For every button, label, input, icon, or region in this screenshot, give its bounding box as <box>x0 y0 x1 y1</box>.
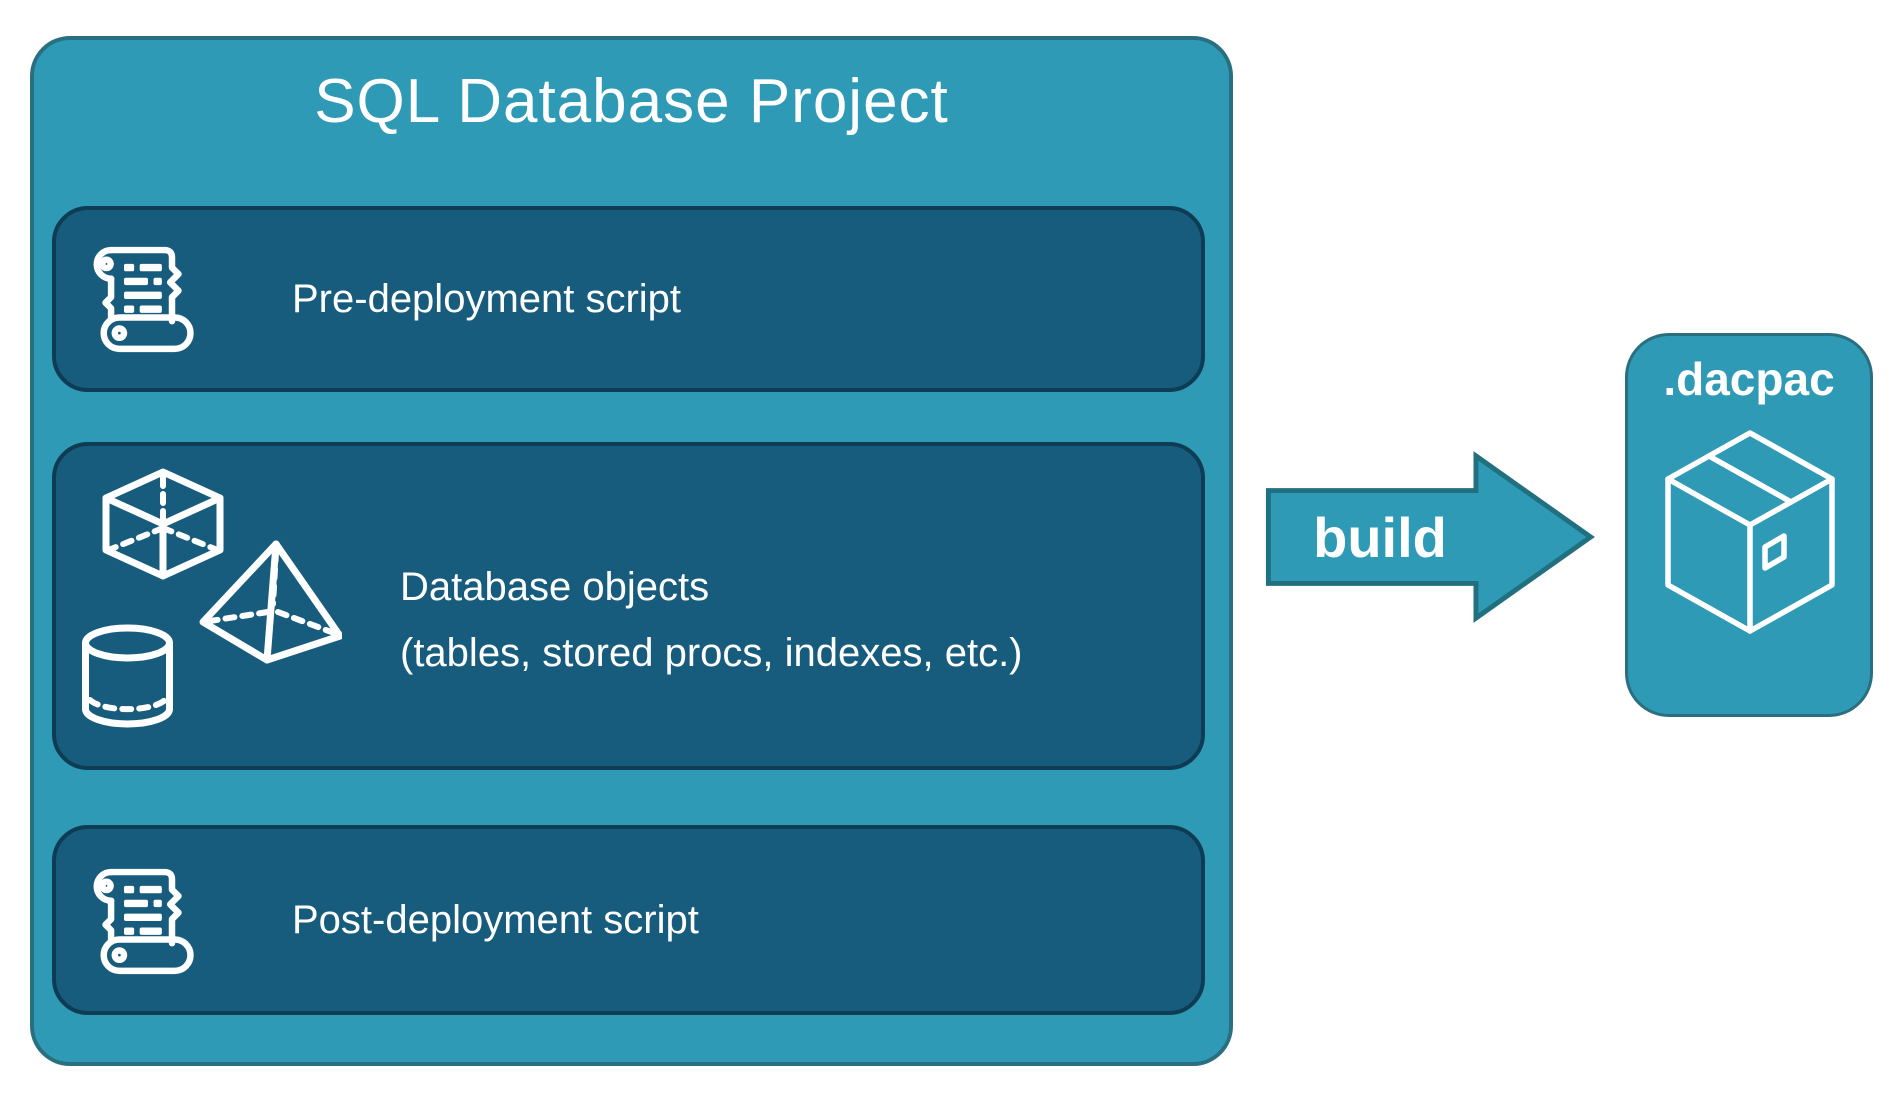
package-icon <box>1662 428 1838 640</box>
pyramid-icon <box>199 540 342 664</box>
database-objects-label-line2: (tables, stored procs, indexes, etc.) <box>400 631 1023 675</box>
cylinder-icon <box>82 624 173 728</box>
build-arrow-label: build <box>1313 506 1447 569</box>
database-objects-label: Database objects (tables, stored procs, … <box>400 554 1023 686</box>
scroll-icon <box>76 238 196 360</box>
database-objects-label-line1: Database objects <box>400 565 710 609</box>
pre-deployment-label: Pre-deployment script <box>292 276 682 321</box>
post-deployment-label: Post-deployment script <box>292 897 699 942</box>
item-pre-deployment-script <box>52 206 1205 392</box>
build-arrow <box>1265 451 1596 623</box>
project-title: SQL Database Project <box>314 67 949 136</box>
item-post-deployment-script <box>52 825 1205 1015</box>
scroll-icon <box>76 860 196 982</box>
item-database-objects <box>52 442 1205 770</box>
geometric-shapes-icon <box>80 462 342 734</box>
dacpac-label: .dacpac <box>1663 353 1835 405</box>
cube-icon <box>102 468 224 580</box>
